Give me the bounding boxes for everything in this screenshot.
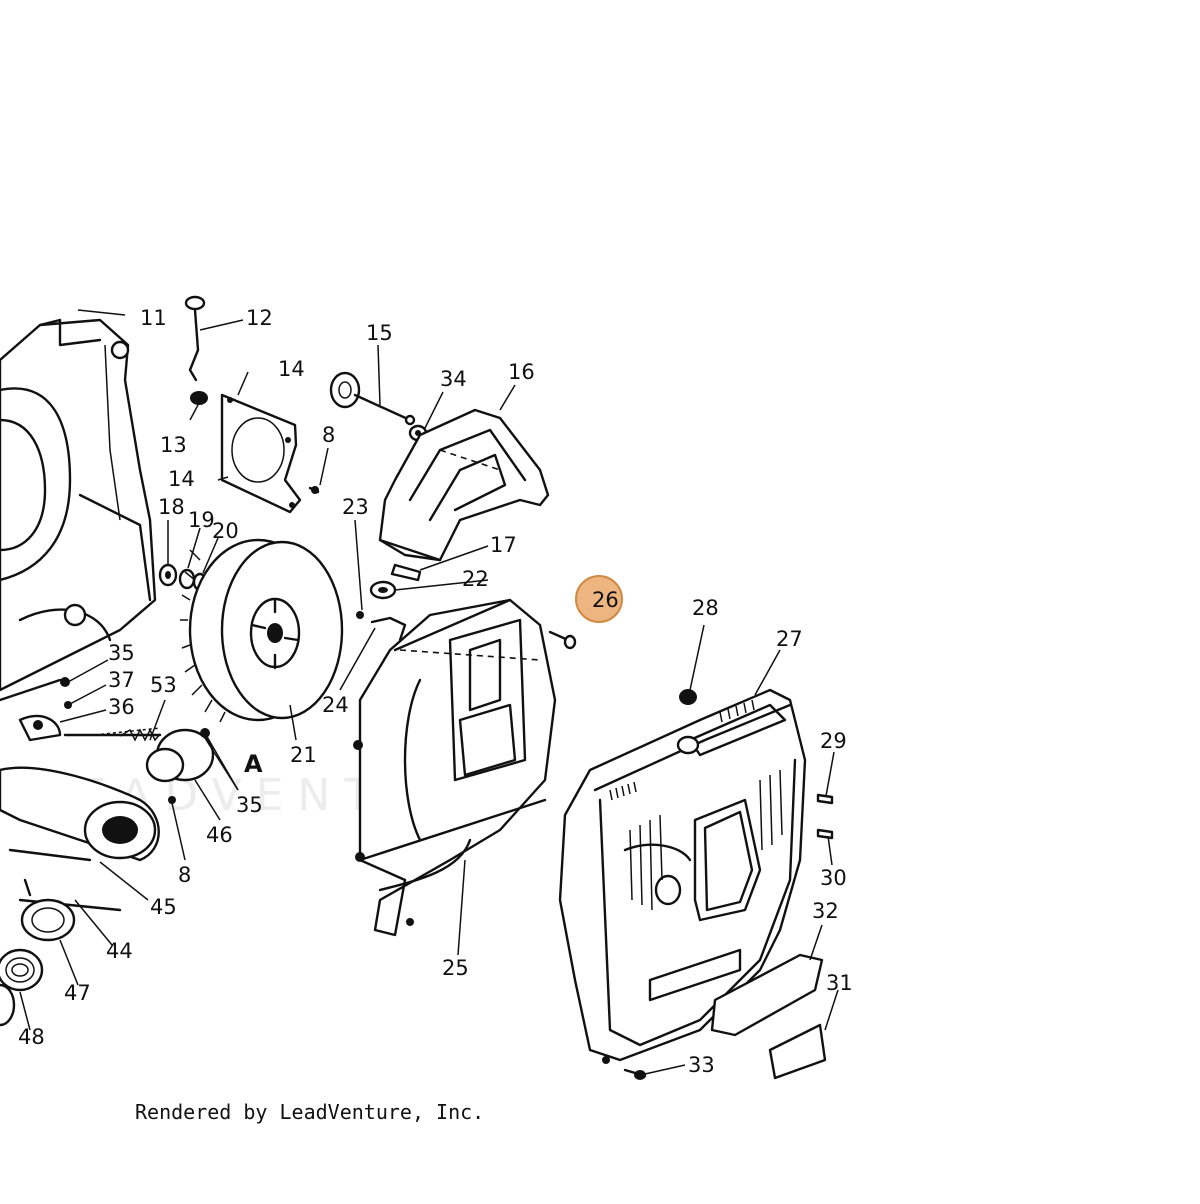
part-24-tube	[370, 616, 407, 642]
label-8-top: 8	[322, 423, 335, 447]
part-16-handle	[378, 408, 550, 562]
label-17: 17	[490, 533, 517, 557]
part-30-clip	[816, 828, 834, 840]
label-14-top: 14	[278, 357, 305, 381]
label-37: 37	[108, 668, 135, 692]
label-25: 25	[442, 956, 469, 980]
leader-lines	[19, 309, 839, 1075]
part-26-screw	[548, 630, 577, 650]
part-23-bolt	[356, 611, 364, 619]
label-21: 21	[290, 743, 317, 767]
label-35-left: 35	[108, 641, 135, 665]
label-30: 30	[820, 866, 847, 890]
label-29: 29	[820, 729, 847, 753]
label-18: 18	[158, 495, 185, 519]
part-27-side-cover	[558, 688, 807, 1064]
part-13-grommet	[190, 391, 208, 405]
part-31-label	[768, 1023, 827, 1080]
label-45: 45	[150, 895, 177, 919]
lower-left-parts	[0, 677, 162, 1027]
part-8-bolt	[308, 486, 320, 494]
label-47: 47	[64, 981, 91, 1005]
part-33-bolt	[623, 1068, 647, 1080]
part-labels: 11 12 13 14 14 15 16 17 18 19 20 21 22 2…	[18, 306, 853, 1077]
label-32: 32	[812, 899, 839, 923]
label-36: 36	[108, 695, 135, 719]
part-53-spring	[119, 728, 161, 742]
label-53: 53	[150, 673, 177, 697]
part-15-knob	[329, 371, 416, 426]
part-12-dipstick	[184, 295, 206, 382]
label-13: 13	[160, 433, 187, 457]
part-29-clip	[816, 793, 834, 805]
part-17-pin	[390, 563, 422, 582]
label-22: 22	[462, 567, 489, 591]
label-44: 44	[106, 939, 133, 963]
label-11: 11	[140, 306, 167, 330]
label-8-bottom: 8	[178, 863, 191, 887]
part-28-grommet	[679, 689, 697, 705]
label-19: 19	[188, 508, 215, 532]
label-31: 31	[826, 971, 853, 995]
part-25-shroud	[353, 598, 557, 937]
part-14-gasket	[220, 393, 302, 514]
label-23: 23	[342, 495, 369, 519]
footer-credit: Rendered by LeadVenture, Inc.	[135, 1100, 485, 1124]
part-22-grommet	[369, 580, 397, 600]
engine-housing	[0, 318, 157, 702]
label-33: 33	[688, 1053, 715, 1077]
label-16: 16	[508, 360, 535, 384]
label-34: 34	[440, 367, 467, 391]
label-26: 26	[592, 588, 619, 612]
label-24: 24	[322, 693, 349, 717]
part-32-panel	[710, 953, 824, 1037]
part-21-flywheel	[180, 538, 344, 723]
label-12: 12	[246, 306, 273, 330]
label-46: 46	[206, 823, 233, 847]
label-14-bottom: 14	[168, 467, 195, 491]
highlighted-callout-26[interactable]: 26	[575, 575, 623, 623]
label-35-right: 35	[236, 793, 263, 817]
label-27: 27	[776, 627, 803, 651]
highlight-marker[interactable]	[575, 575, 623, 623]
label-15: 15	[366, 321, 393, 345]
label-28: 28	[692, 596, 719, 620]
view-label-a: A	[244, 750, 263, 778]
label-48: 48	[18, 1025, 45, 1049]
part-46-assembly	[145, 728, 215, 804]
label-20: 20	[212, 519, 239, 543]
